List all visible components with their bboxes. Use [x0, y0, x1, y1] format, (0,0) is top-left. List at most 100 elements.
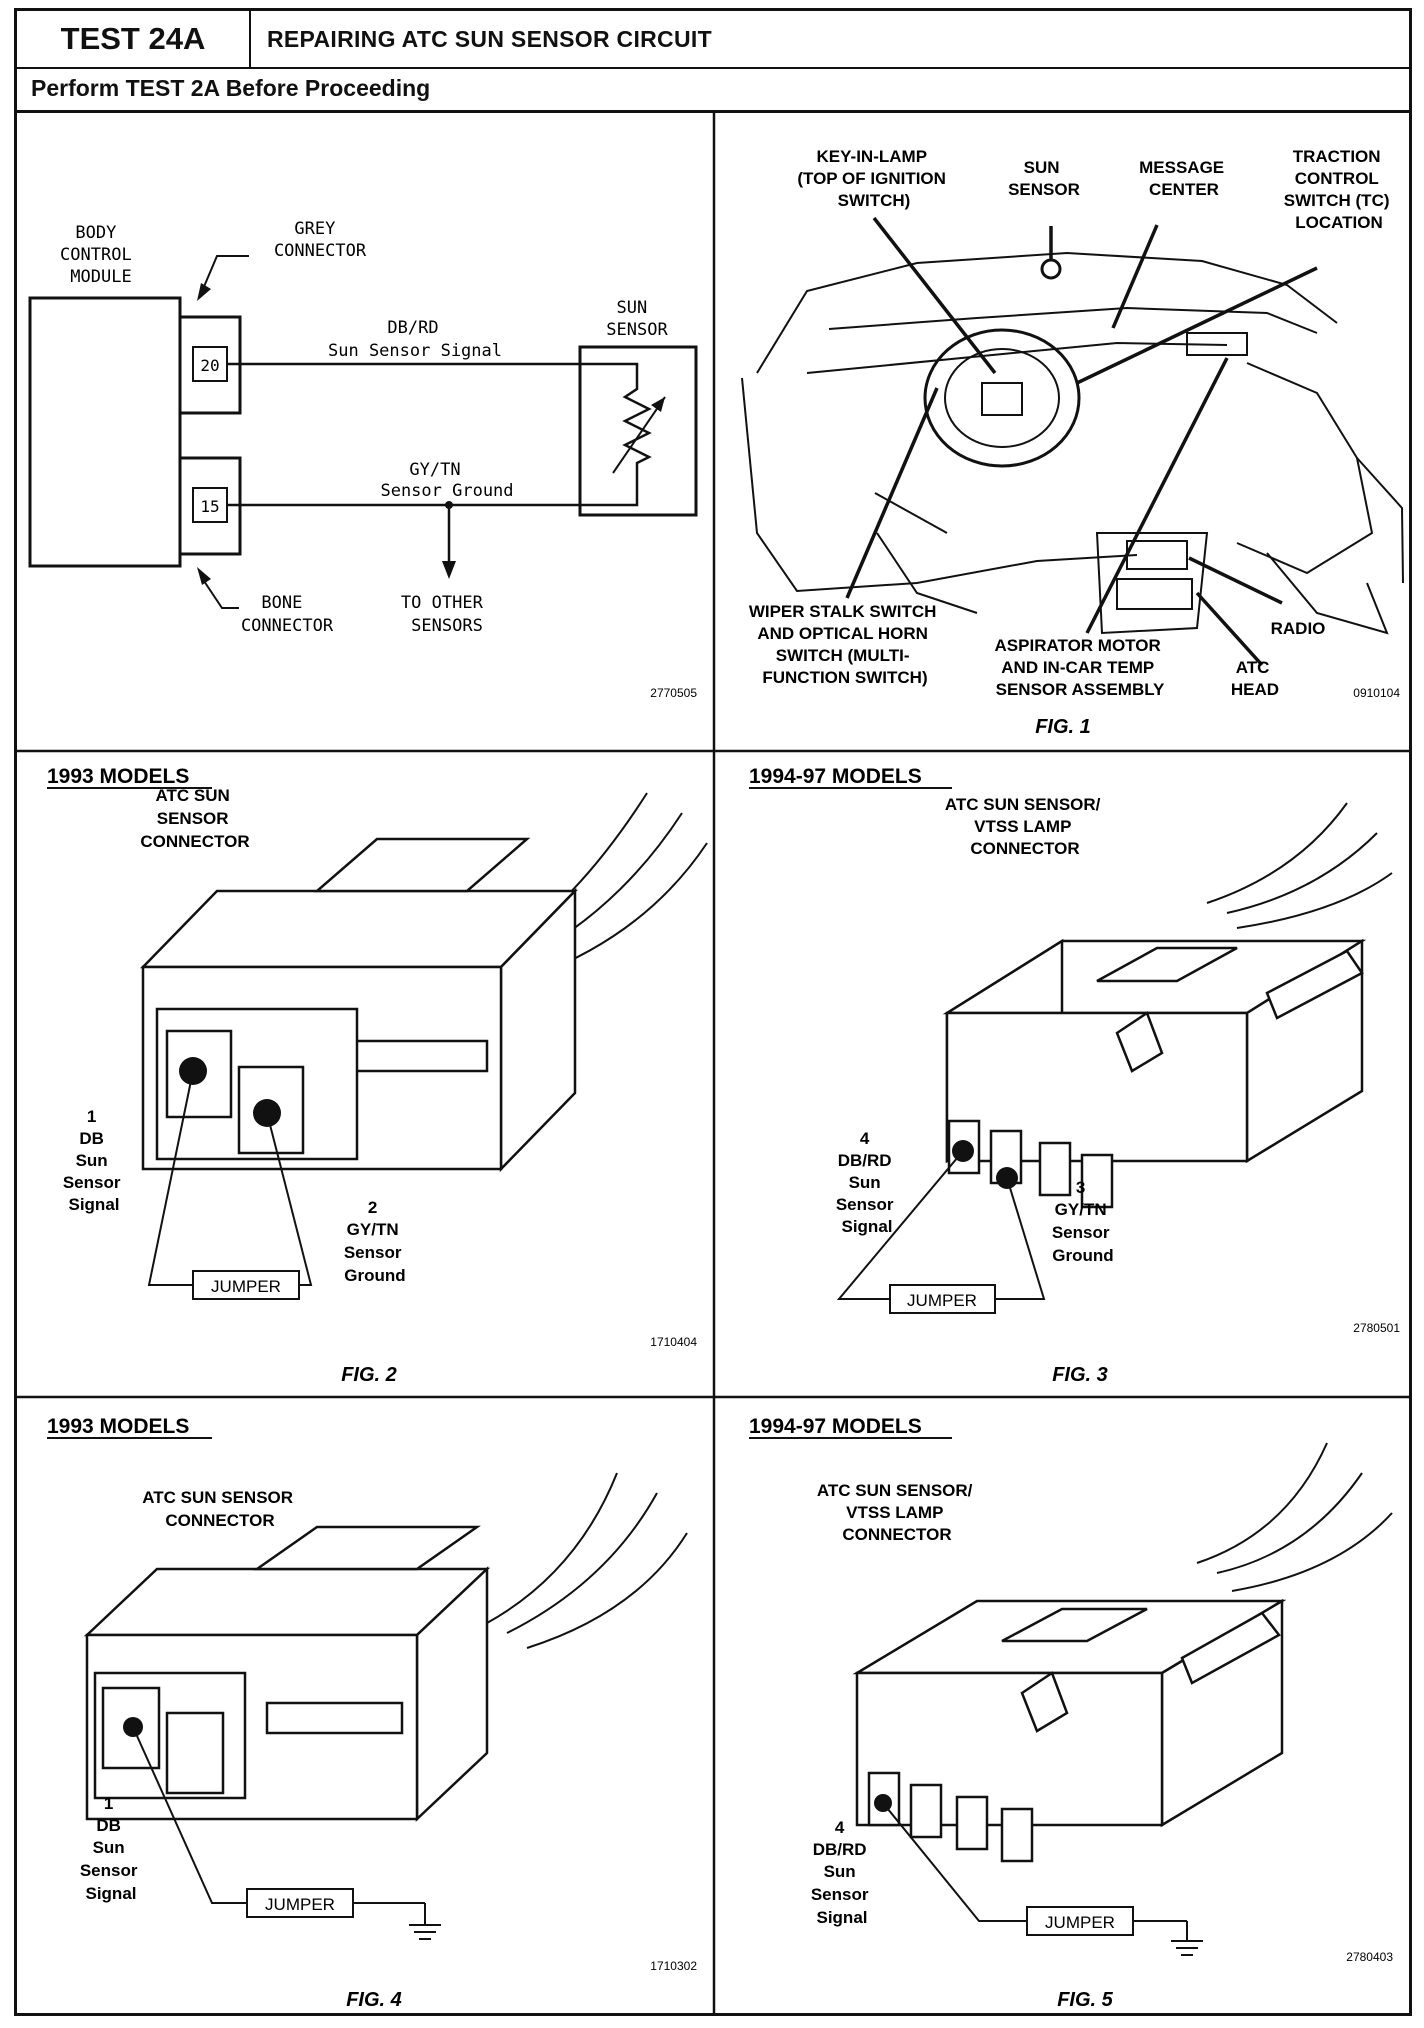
fig3-side-rail: [1265, 949, 1364, 1020]
fig3-pin4-line5: Signal: [841, 1217, 892, 1236]
variable-resistor-arrow: [612, 396, 666, 474]
fig2-pin1-line5: Signal: [68, 1195, 119, 1214]
switch-bank: [1186, 332, 1248, 356]
fig5-jumper-wire: [882, 1802, 1027, 1922]
fig2-jumper-wire-left: [147, 1070, 194, 1286]
fig5-cavity-1: [1000, 1807, 1034, 1863]
sun-sensor-line2: SENSOR: [606, 320, 668, 340]
leader-atc-head: [1195, 591, 1264, 667]
label-key-in-lamp-line3: SWITCH): [838, 191, 911, 210]
fig5-wire-3: [1231, 1512, 1393, 1592]
fig3-wire-3: [1236, 872, 1393, 929]
label-traction-line2: CONTROL: [1295, 169, 1379, 188]
module-label-line3: MODULE: [70, 267, 131, 287]
fig4-ground-icon: [353, 1902, 441, 1940]
grey-connector-line2: CONNECTOR: [274, 241, 367, 261]
dash-bottom-outline: [741, 377, 1138, 593]
label-traction-control: TRACTION CONTROL SWITCH (TC) LOCATION: [1284, 147, 1395, 232]
bone-connector-arrowhead: [197, 567, 211, 585]
fig4-connector-line1: ATC SUN SENSOR: [142, 1488, 293, 1507]
fig5-pin4-line3: Sun: [824, 1862, 856, 1881]
fig4-pin1-line3: Sun: [93, 1838, 125, 1857]
sun-sensor-label: SUN SENSOR: [606, 298, 668, 340]
fig4-connector-line2: CONNECTOR: [165, 1511, 274, 1530]
test-id: TEST 24A: [17, 11, 251, 67]
fig4-jumper-wire: [132, 1726, 247, 1904]
fig3-pin3-color: GY/TN: [1055, 1200, 1107, 1219]
module-label: BODY CONTROL MODULE: [60, 223, 142, 287]
fig5-pin4-color: DB/RD: [813, 1840, 867, 1859]
label-message-center-line1: MESSAGE: [1139, 158, 1224, 177]
sun-sensor-box: [578, 345, 698, 517]
bone-connector-line1: BONE: [261, 593, 302, 613]
fig3-pin4-line4: Sensor: [836, 1195, 894, 1214]
fig3-connector-label: ATC SUN SENSOR/ VTSS LAMP CONNECTOR: [945, 795, 1105, 858]
fig5-jumper-label: JUMPER: [1045, 1913, 1115, 1932]
fig5-pin4-line5: Signal: [816, 1908, 867, 1927]
fig2-pin2-label: 2 GY/TN Sensor Ground: [344, 1198, 406, 1285]
atc-head-unit: [1116, 578, 1193, 610]
leader-key-in-lamp: [872, 216, 997, 375]
test-title: REPAIRING ATC SUN SENSOR CIRCUIT: [267, 25, 712, 52]
other-sensors-line2: SENSORS: [411, 616, 483, 636]
fig5-connector-label: ATC SUN SENSOR/ VTSS LAMP CONNECTOR: [817, 1481, 977, 1544]
fig3-jumper-box: [889, 1284, 996, 1314]
pin-20-label: 20: [200, 356, 219, 375]
knee-bolster: [876, 532, 978, 614]
prerequisite-note: Perform TEST 2A Before Proceeding: [17, 67, 1409, 113]
fig4-wire-1: [486, 1472, 618, 1624]
fig3-jumper-wires: [836, 1150, 1046, 1300]
fig4-pin1-line5: Signal: [85, 1884, 136, 1903]
schematic-panel: BODY CONTROL MODULE GREY CONNECTOR 20 15…: [28, 219, 698, 700]
fig2-jumper-box: [192, 1270, 300, 1300]
glove-box: [1266, 552, 1389, 635]
fig3-jumper-wire-left: [836, 1150, 964, 1300]
fig3-wire-1: [1206, 802, 1348, 904]
label-traction-line3: SWITCH (TC): [1284, 191, 1390, 210]
test-page: TEST 24A REPAIRING ATC SUN SENSOR CIRCUI…: [14, 8, 1412, 2016]
dash-right-edge: [1356, 457, 1404, 584]
fig4-pin1-number: 1: [104, 1794, 113, 1813]
fig3-wire-2: [1226, 832, 1378, 914]
fig3-pin3-line3: Sensor: [1052, 1223, 1110, 1242]
fig3-wires: [1206, 802, 1393, 929]
fig2-jumper-wires: [147, 1070, 313, 1286]
steering-wheel: [923, 328, 1081, 468]
label-aspirator-line2: AND IN-CAR TEMP: [1001, 658, 1154, 677]
fig2-connector-latch: [313, 837, 531, 893]
fig1-caption: FIG. 1: [1035, 716, 1091, 738]
fig3-pin4-label: 4 DB/RD Sun Sensor Signal: [836, 1129, 898, 1236]
fig3-connector-line2: VTSS LAMP: [974, 817, 1071, 836]
schematic-ref-number: 2770505: [650, 686, 697, 700]
label-wiper-line2: AND OPTICAL HORN: [757, 624, 928, 643]
fig5-models-heading: 1994-97 MODELS: [749, 1415, 922, 1438]
fig2-jumper-label: JUMPER: [211, 1277, 281, 1296]
steering-wheel-inner: [944, 348, 1060, 448]
fig3-pin4-color: DB/RD: [838, 1151, 892, 1170]
label-key-in-lamp: KEY-IN-LAMP (TOP OF IGNITION SWITCH): [797, 147, 950, 210]
fig4-connector-drawing: [83, 1525, 491, 1822]
label-sun-sensor-line1: SUN: [1024, 158, 1060, 177]
grey-connector-label: GREY CONNECTOR: [274, 219, 367, 261]
other-sensors-arrowhead: [442, 561, 456, 579]
fig2-jumper-wire-right: [266, 1112, 313, 1286]
sun-sensor-line1: SUN: [617, 298, 648, 318]
label-sun-sensor-line2: SENSOR: [1008, 180, 1080, 199]
fig4-panel: 1993 MODELS ATC SUN SENSOR CONNECTOR: [47, 1415, 697, 2011]
fig2-panel: 1993 MODELS ATC SUN SENSOR CONNECTOR: [47, 765, 708, 1386]
fig2-models-heading: 1993 MODELS: [47, 765, 189, 788]
fig2-connector-label: ATC SUN SENSOR CONNECTOR: [140, 786, 249, 851]
fig4-caption: FIG. 4: [346, 1989, 402, 2011]
fig2-pin2-line4: Ground: [344, 1266, 405, 1285]
leader-wiper-stalk: [845, 387, 939, 599]
fig5-pin4-label: 4 DB/RD Sun Sensor Signal: [811, 1818, 873, 1927]
fig2-caption: FIG. 2: [341, 1364, 397, 1386]
fig4-side-slot: [265, 1701, 404, 1735]
fig4-cavity-2: [165, 1711, 225, 1795]
dash-lower-trim: [874, 492, 948, 534]
title-row: TEST 24A REPAIRING ATC SUN SENSOR CIRCUI…: [17, 11, 1409, 69]
fig3-cavity-1: [1080, 1153, 1114, 1209]
label-atc-head-line2: HEAD: [1231, 680, 1279, 699]
fig5-pin4-line4: Sensor: [811, 1885, 869, 1904]
fig3-connector-line3: CONNECTOR: [970, 839, 1079, 858]
